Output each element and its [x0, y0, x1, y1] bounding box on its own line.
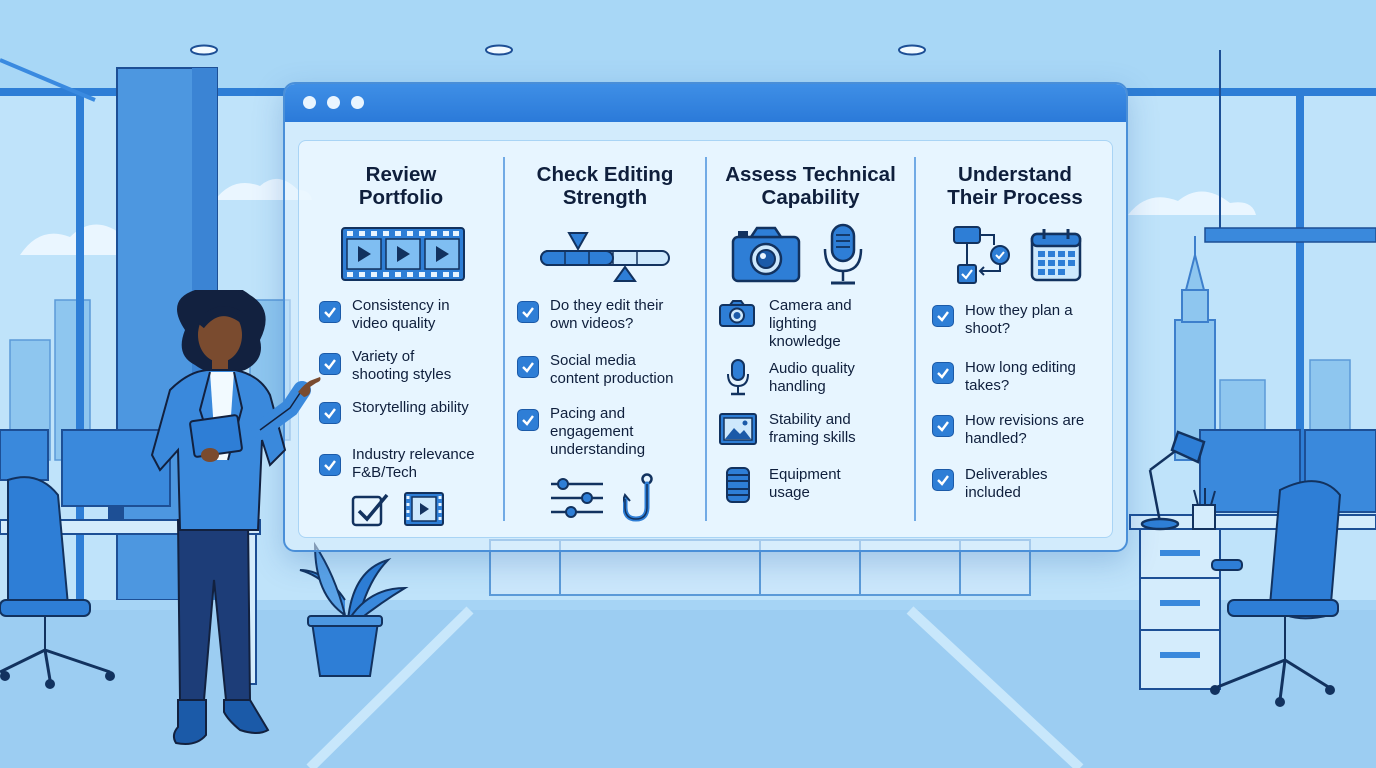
checklist-item-label: Industry relevance F&B/Tech	[352, 446, 475, 481]
checklist-item-label: Social media content production	[550, 352, 674, 387]
checkbox-checked[interactable]	[517, 301, 539, 323]
microphone-icon	[823, 223, 863, 285]
presenter-figure	[150, 290, 321, 745]
checklist-item-label: Stability and framing skills	[769, 411, 856, 446]
lens-icon	[726, 467, 750, 503]
checklist-item-label: Consistency in video quality	[352, 297, 450, 332]
checklist-item-label: Equipment usage	[769, 466, 841, 501]
checklist-item-label: Variety of shooting styles	[352, 348, 452, 383]
checklist-item-label: How revisions are handled?	[965, 412, 1085, 447]
column-divider	[914, 157, 916, 521]
checklist-item-label: Camera and lighting knowledge	[769, 297, 852, 350]
flowchart-icon	[953, 226, 1010, 284]
window-titlebar	[285, 84, 1126, 122]
microphone-icon	[727, 359, 749, 396]
column-divider	[503, 157, 505, 521]
checklist-item-label: Deliverables included	[965, 466, 1048, 501]
checklist-window: Review Portfolio Consi	[283, 82, 1128, 552]
checklist-item-label: Storytelling ability	[352, 399, 469, 416]
column-review-portfolio: Review Portfolio Consi	[299, 141, 503, 537]
camera-icon	[719, 300, 755, 327]
checkbox-checked[interactable]	[932, 469, 954, 491]
checkbox-checked[interactable]	[517, 409, 539, 431]
camera-icon	[731, 226, 801, 283]
checklist-item-label: How long editing takes?	[965, 359, 1076, 394]
column-understand-process: Understand Their Process	[916, 141, 1114, 537]
checkbox-checked[interactable]	[319, 301, 341, 323]
column-title: Assess Technical Capability	[725, 163, 896, 209]
checkmark-box-icon	[351, 493, 389, 527]
sliders-icon	[551, 478, 603, 518]
hook-icon	[623, 473, 653, 522]
column-divider	[705, 157, 707, 521]
calendar-icon	[1030, 229, 1082, 282]
checkbox-checked[interactable]	[932, 415, 954, 437]
checkbox-checked[interactable]	[319, 402, 341, 424]
column-title: Review Portfolio	[358, 163, 444, 209]
checklist-board: Review Portfolio Consi	[298, 140, 1113, 538]
column-title: Check Editing Strength	[536, 163, 674, 209]
image-frame-icon	[719, 413, 757, 445]
column-assess-technical: Assess Technical Capability	[707, 141, 914, 537]
checklist-item-label: How they plan a shoot?	[965, 302, 1073, 337]
window-dot[interactable]	[303, 96, 316, 109]
timeline-slider-icon	[540, 232, 670, 282]
window-dot[interactable]	[351, 96, 364, 109]
film-strip-icon	[341, 227, 465, 281]
checkbox-checked[interactable]	[932, 362, 954, 384]
checklist-item-label: Do they edit their own videos?	[550, 297, 664, 332]
column-title: Understand Their Process	[947, 163, 1083, 209]
checkbox-checked[interactable]	[319, 353, 341, 375]
checklist-item-label: Pacing and engagement understanding	[550, 405, 646, 458]
video-frame-icon	[404, 492, 444, 526]
checkbox-checked[interactable]	[932, 305, 954, 327]
checkbox-checked[interactable]	[319, 454, 341, 476]
window-dot[interactable]	[327, 96, 340, 109]
column-check-editing: Check Editing Strength Do they edit thei…	[505, 141, 705, 537]
checkbox-checked[interactable]	[517, 356, 539, 378]
checklist-item-label: Audio quality handling	[769, 360, 855, 395]
